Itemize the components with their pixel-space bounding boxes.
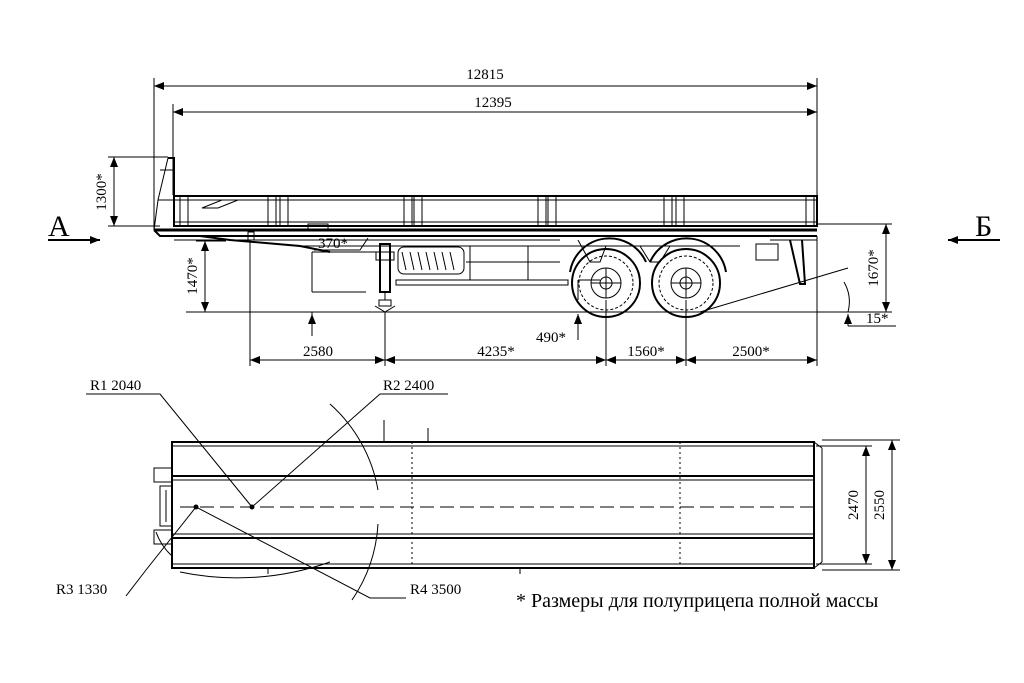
- board-height-label: 1300*: [94, 173, 110, 211]
- rear-angle-label: 15*: [866, 311, 889, 327]
- top-view: R1 2040 R2 2400 R3 1330 R4 3500 2470 255…: [56, 378, 900, 601]
- wheelbase-dimensions: 2580 4235* 1560* 2500*: [249, 236, 818, 366]
- mudguards: [569, 237, 727, 273]
- overall-length-label: 12815: [466, 67, 504, 83]
- turning-radii: [86, 393, 448, 601]
- r1-label: R1 2040: [90, 378, 141, 394]
- kingpin-label: 370*: [318, 236, 348, 252]
- platform-length-label: 12395: [474, 95, 512, 111]
- front-headboard: [153, 157, 175, 231]
- r3-label: R3 1330: [56, 582, 107, 598]
- landing-gear: [374, 243, 396, 313]
- inner-width-label: 2470: [846, 490, 862, 520]
- r4-label: R4 3500: [410, 582, 461, 598]
- overall-length-dimension: 12815: [153, 67, 818, 230]
- footnote: * Размеры для полуприцепа полной массы: [516, 590, 878, 612]
- outer-width-label: 2550: [872, 490, 888, 520]
- side-guard: [395, 246, 569, 286]
- view-label-b: Б: [975, 210, 992, 243]
- kingpin-dimension: 370*: [308, 236, 380, 336]
- axle-radius-dimension: 490*: [536, 279, 600, 346]
- platform-height-label: 1670*: [866, 249, 882, 287]
- side-view: 12815 12395 1300* А Б: [48, 67, 1000, 366]
- board-stakes: [179, 195, 815, 227]
- rear-unit: [755, 239, 817, 285]
- dim-4235-label: 4235*: [477, 344, 515, 360]
- side-boards: [173, 195, 818, 227]
- axle-radius-label: 490*: [536, 330, 566, 346]
- platform-height-dimension: 1670*: [817, 223, 892, 312]
- spare-wheel: [397, 246, 465, 275]
- view-arrow-a: А: [48, 210, 100, 244]
- dim-2580-label: 2580: [303, 344, 333, 360]
- dim-2500-label: 2500*: [732, 344, 770, 360]
- suspension: [560, 239, 740, 263]
- coupling-height-label: 1470*: [185, 257, 201, 295]
- width-dimensions: 2470 2550: [816, 439, 900, 571]
- rear-angle-dimension: 15*: [699, 267, 896, 327]
- board-height-dimension: 1300*: [94, 156, 168, 227]
- top-view-platform: [171, 420, 823, 574]
- coupling-height-dimension: 1470*: [185, 240, 226, 312]
- dim-1560-label: 1560*: [627, 344, 665, 360]
- view-arrow-b: Б: [948, 210, 1000, 244]
- platform-length-dimension: 12395: [172, 95, 817, 195]
- r2-label: R2 2400: [383, 378, 434, 394]
- platform-frame: [153, 223, 817, 253]
- view-label-a: А: [48, 210, 70, 243]
